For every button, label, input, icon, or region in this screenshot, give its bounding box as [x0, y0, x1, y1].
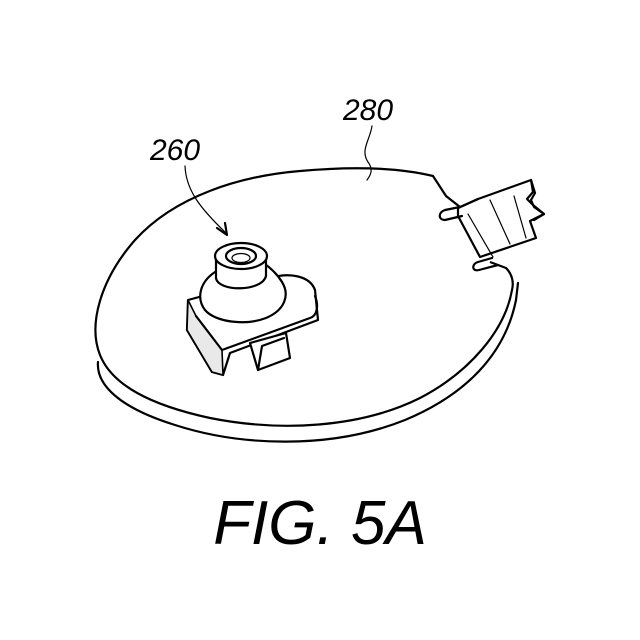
figure-caption: FIG. 5A: [213, 489, 427, 558]
label-280: 280: [342, 94, 393, 127]
connector-bore: [226, 248, 256, 264]
label-260: 260: [149, 134, 200, 167]
